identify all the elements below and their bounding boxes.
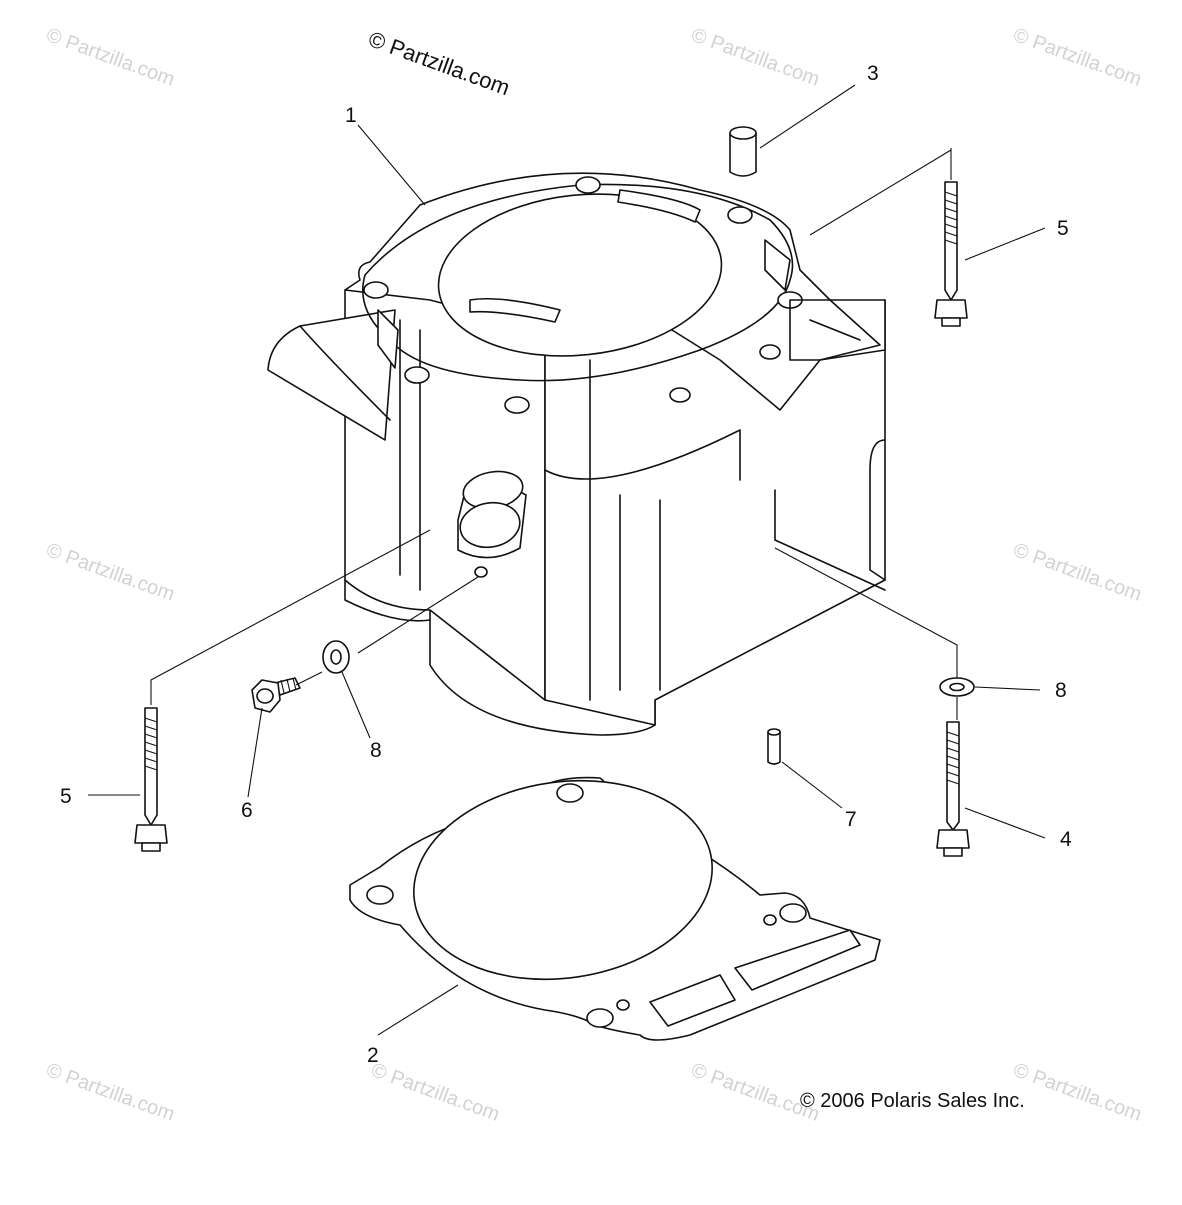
watermark-text: © Partzilla.com	[43, 539, 177, 606]
callout-base-gasket[interactable]: 2	[367, 1044, 379, 1067]
cylinder-part[interactable]	[267, 172, 886, 736]
pin-part[interactable]	[767, 728, 781, 765]
bolt-right-part[interactable]	[934, 181, 968, 327]
copyright-notice: © 2006 Polaris Sales Inc.	[800, 1090, 1025, 1112]
watermark-text: © Partzilla.com	[688, 24, 822, 91]
callout-banjo-plug[interactable]: 6	[241, 799, 253, 822]
dowel-sleeve-part[interactable]	[729, 126, 757, 177]
watermark-text: © Partzilla.com	[43, 24, 177, 91]
callout-pin[interactable]: 7	[845, 808, 857, 831]
partzilla-watermark: © Partzilla.com	[365, 26, 513, 100]
washer-right-part[interactable]	[939, 677, 975, 697]
callout-bolt-left[interactable]: 5	[60, 785, 72, 808]
callout-cylinder[interactable]: 1	[345, 104, 357, 127]
washer-left-part[interactable]	[322, 640, 350, 674]
bolt-left-part[interactable]	[134, 707, 168, 852]
callout-washer-right[interactable]: 8	[1055, 679, 1067, 702]
callout-dowel-sleeve[interactable]: 3	[867, 62, 879, 85]
callout-numbers: 1 2 3 5 5 6 8 8 4 7	[60, 62, 1072, 1067]
watermark-text: © Partzilla.com	[1010, 1059, 1144, 1126]
bolt-short-part[interactable]	[936, 721, 970, 857]
leader-lines	[88, 84, 1046, 1036]
plug-part[interactable]	[251, 677, 301, 713]
callout-bolt-short[interactable]: 4	[1060, 828, 1072, 851]
callout-washer-left[interactable]: 8	[370, 739, 382, 762]
callout-bolt-right[interactable]: 5	[1057, 217, 1069, 240]
base-gasket-part[interactable]	[349, 762, 881, 1041]
watermark-text: © Partzilla.com	[43, 1059, 177, 1126]
watermark-text: © Partzilla.com	[1010, 539, 1144, 606]
watermark-text: © Partzilla.com	[368, 1059, 502, 1126]
watermark-text: © Partzilla.com	[1010, 24, 1144, 91]
